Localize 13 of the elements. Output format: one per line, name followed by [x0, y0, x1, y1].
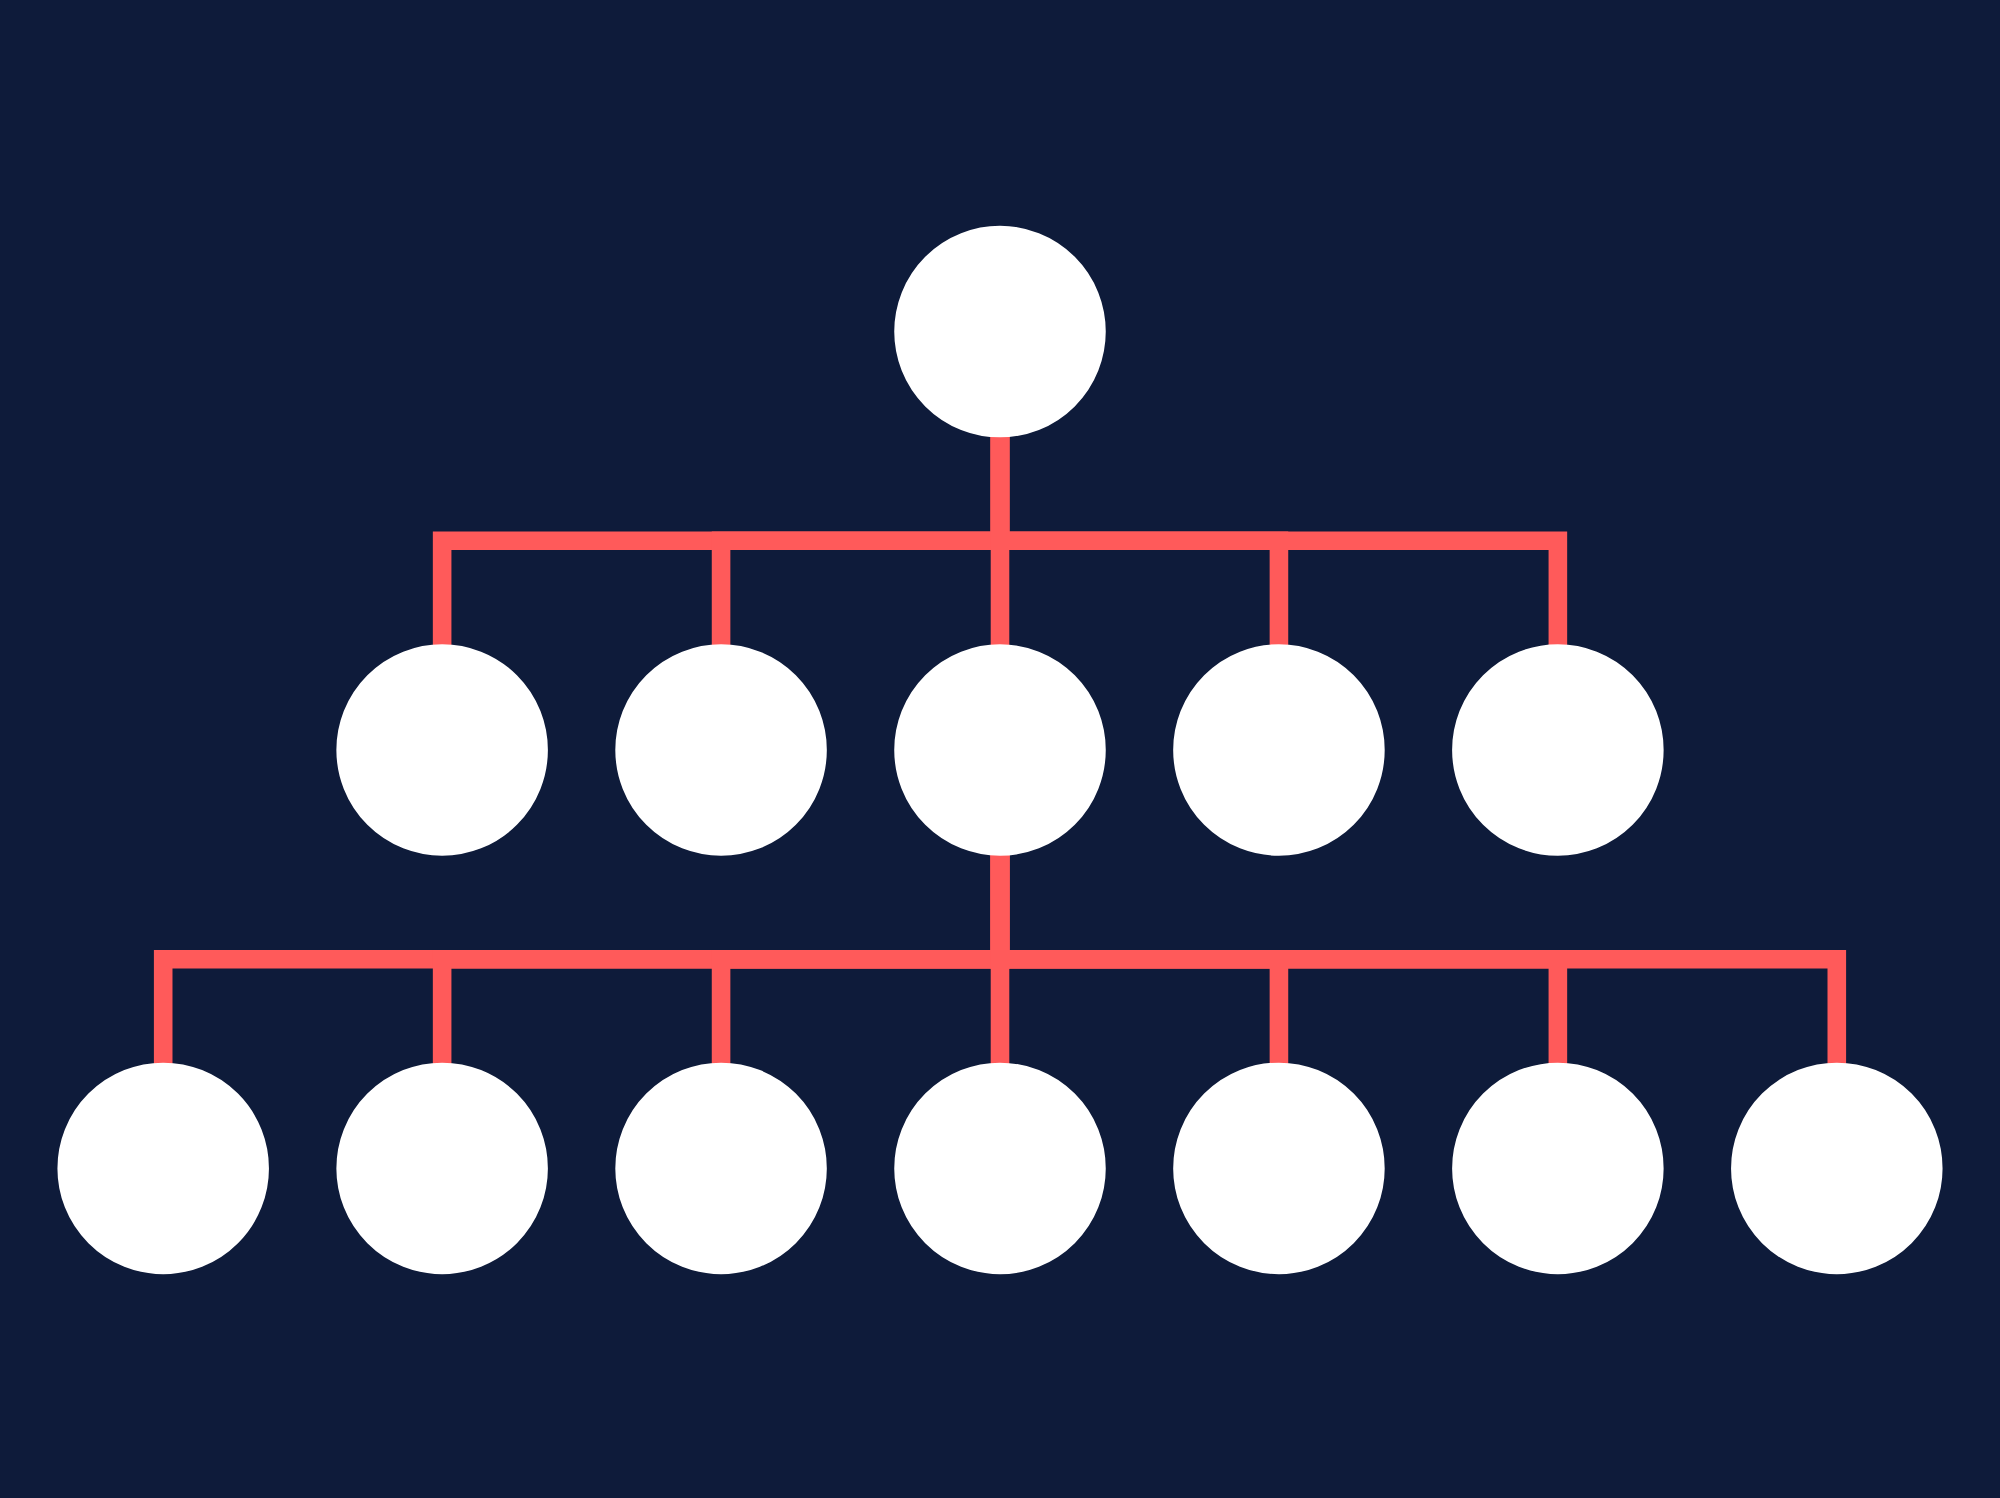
node-circle: [1173, 643, 1385, 855]
node-circle: [894, 643, 1106, 855]
node-circle: [1173, 1061, 1385, 1274]
node-circle: [894, 224, 1106, 437]
node-circle: [615, 643, 827, 855]
node-circle: [894, 1061, 1106, 1274]
node-circle: [336, 643, 548, 855]
node-circle: [57, 1061, 269, 1274]
node-circle: [1452, 643, 1664, 855]
node-circle: [1731, 1061, 1943, 1274]
node-circle: [336, 1061, 548, 1274]
node-circle: [1452, 1061, 1664, 1274]
node-circle: [615, 1061, 827, 1274]
